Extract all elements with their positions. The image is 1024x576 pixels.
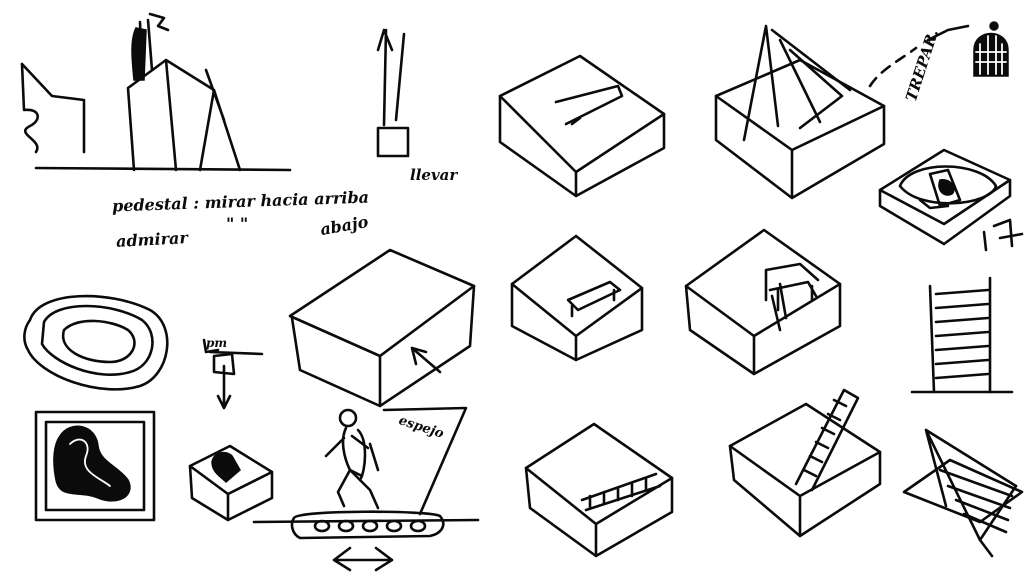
note-ditto-marks: " " (226, 214, 249, 233)
box-with-bench (510, 234, 644, 362)
platform-with-figures (878, 148, 1024, 252)
mirror-walker-sketch (252, 406, 480, 572)
box-with-climbing-stair (728, 388, 882, 538)
box-with-slot (498, 54, 666, 198)
note-llevar: llevar (410, 166, 458, 184)
pm-arrow-sketch (202, 338, 264, 410)
note-pm: pm (206, 336, 228, 350)
framed-swirl (34, 410, 156, 522)
long-box-sketch (288, 248, 476, 408)
cage-sketch (973, 32, 1009, 77)
plan-blob (23, 294, 169, 391)
small-box-figure (188, 444, 274, 522)
llevar-arrow-sketch (376, 28, 410, 158)
box-with-furniture (684, 228, 842, 376)
sail-ramp-sketch (902, 428, 1024, 558)
stair-elevation (910, 276, 1014, 394)
box-with-ladder (524, 422, 674, 558)
note-admirar: admirar (115, 228, 189, 251)
box-with-pyramid (714, 21, 999, 200)
pedestal-elevation-sketch (20, 12, 292, 172)
